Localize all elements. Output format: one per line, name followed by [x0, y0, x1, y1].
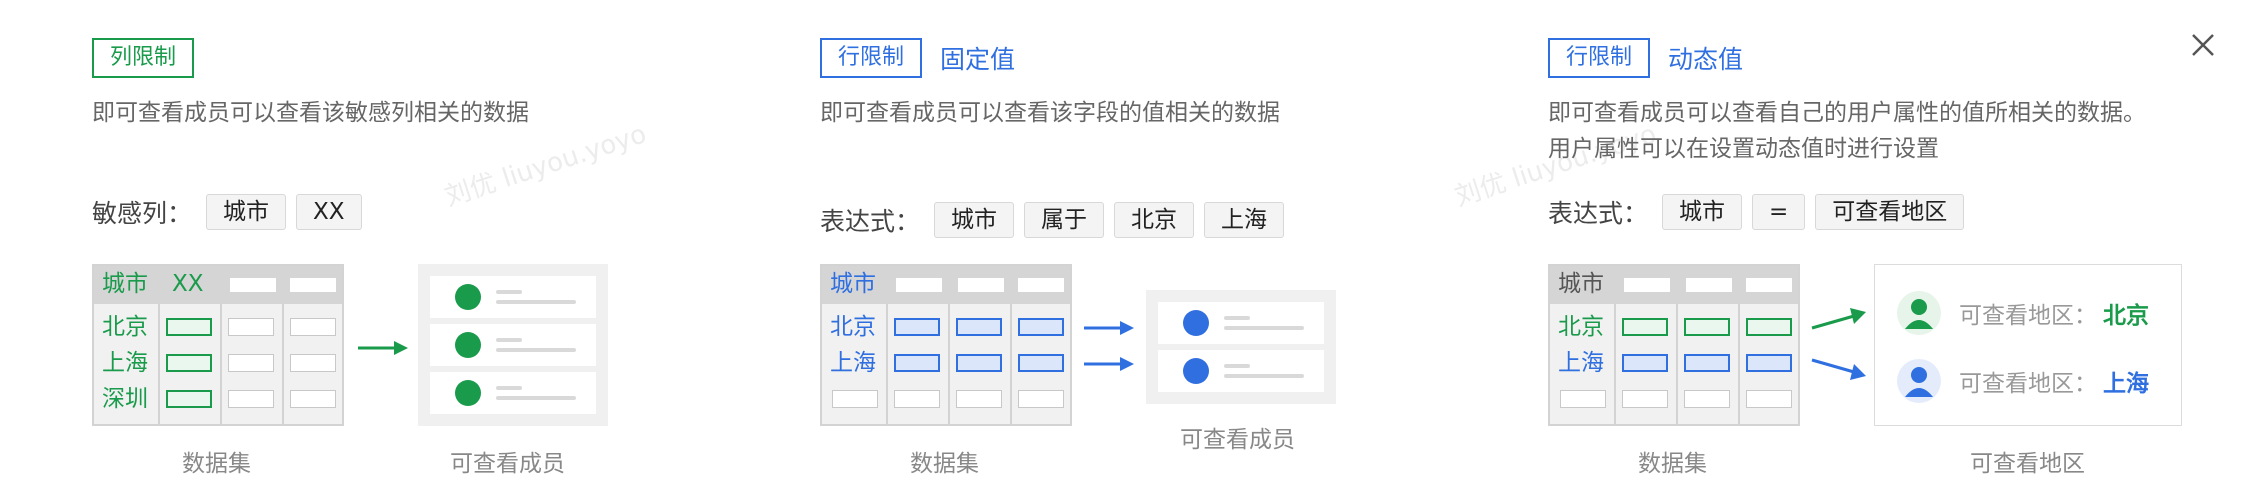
region-label: 可查看地区：	[1959, 303, 2097, 329]
members-caption: 可查看成员	[1180, 427, 1295, 453]
user-avatar-icon	[455, 332, 481, 358]
dataset-grid: 城市 北京 上海	[820, 264, 1072, 426]
dataset-grid: 城市 北京 上海	[1548, 264, 1800, 426]
grid-header-city: 城市	[830, 271, 876, 297]
description-line-1: 即可查看成员可以查看自己的用户属性的值所相关的数据。	[1548, 100, 2146, 126]
region-caption: 可查看地区	[1970, 451, 2085, 477]
row-restriction-fixed-description: 即可查看成员可以查看该字段的值相关的数据	[820, 100, 1280, 126]
member-row	[1158, 302, 1324, 344]
user-avatar-icon	[1897, 291, 1941, 335]
arrow-down-right-icon	[1811, 358, 1866, 380]
row-restriction-tag: 行限制	[820, 38, 923, 78]
expression-label: 敏感列：	[92, 199, 193, 228]
expression: 表达式： 城市 = 可查看地区	[1548, 194, 1974, 230]
column-restriction-panel: 列限制 即可查看成员可以查看该敏感列相关的数据 敏感列： 城市 XX 城市 XX…	[92, 0, 732, 490]
grid-row-beijing: 北京	[102, 314, 148, 340]
grid-row-shanghai: 上海	[1558, 350, 1604, 376]
members-caption: 可查看成员	[450, 451, 565, 477]
column-restriction-description: 即可查看成员可以查看该敏感列相关的数据	[92, 100, 529, 126]
grid-row-shanghai: 上海	[102, 350, 148, 376]
user-avatar-icon	[1183, 358, 1209, 384]
dataset-caption: 数据集	[182, 451, 251, 477]
chip-city: 城市	[1662, 194, 1743, 230]
expression: 表达式： 城市 属于 北京 上海	[820, 202, 1294, 238]
user-avatar-icon	[455, 284, 481, 310]
grid-row-shanghai: 上海	[830, 350, 876, 376]
sensitive-column-expression: 敏感列： 城市 XX	[92, 194, 372, 230]
description-line-2: 用户属性可以在设置动态值时进行设置	[1548, 136, 1939, 162]
tag-row: 列限制	[92, 38, 195, 78]
grid-row-beijing: 北京	[830, 314, 876, 340]
row-restriction-dynamic-panel: 行限制 动态值 即可查看成员可以查看自己的用户属性的值所相关的数据。 用户属性可…	[1548, 0, 2188, 490]
expression-label: 表达式：	[820, 207, 921, 236]
chip-city: 城市	[206, 194, 287, 230]
region-label: 可查看地区：	[1959, 371, 2097, 397]
expression-label: 表达式：	[1548, 199, 1649, 228]
chip-beijing: 北京	[1114, 202, 1195, 238]
members-card	[418, 264, 608, 426]
row-restriction-tag: 行限制	[1548, 38, 1651, 78]
region-row-shanghai: 可查看地区： 上海	[1897, 357, 2149, 405]
grid-header-city: 城市	[1558, 271, 1604, 297]
close-icon	[2192, 34, 2214, 56]
region-value: 北京	[2103, 303, 2149, 329]
chip-city: 城市	[934, 202, 1015, 238]
chip-belongs-to: 属于	[1024, 202, 1105, 238]
grid-row-shenzhen: 深圳	[102, 386, 148, 412]
tag-row: 行限制 固定值	[820, 38, 1015, 78]
member-row	[430, 372, 596, 414]
chip-equals: =	[1752, 194, 1806, 230]
grid-header-city: 城市	[102, 271, 148, 297]
arrow-up-right-icon	[1811, 308, 1866, 330]
arrow-right-icon	[358, 341, 408, 355]
arrow-right-icon	[1084, 357, 1134, 371]
row-restriction-fixed-panel: 行限制 固定值 即可查看成员可以查看该字段的值相关的数据 表达式： 城市 属于 …	[820, 0, 1460, 490]
region-value: 上海	[2103, 371, 2149, 397]
user-avatar-icon	[1897, 359, 1941, 403]
dataset-caption: 数据集	[910, 451, 979, 477]
dataset-grid: 城市 XX 北京 上海 深圳	[92, 264, 344, 426]
user-avatar-icon	[1183, 310, 1209, 336]
chip-viewable-region: 可查看地区	[1815, 194, 1965, 230]
region-row-beijing: 可查看地区： 北京	[1897, 289, 2149, 337]
arrow-right-icon	[1084, 321, 1134, 335]
user-avatar-icon	[455, 380, 481, 406]
dynamic-value-label: 动态值	[1668, 45, 1744, 74]
close-button[interactable]	[2188, 30, 2218, 60]
dataset-caption: 数据集	[1638, 451, 1707, 477]
chip-xx: XX	[296, 194, 362, 230]
viewable-region-card: 可查看地区： 北京 可查看地区： 上海	[1874, 264, 2182, 426]
tag-row: 行限制 动态值	[1548, 38, 1743, 78]
member-row	[1158, 350, 1324, 392]
member-row	[430, 276, 596, 318]
column-restriction-tag: 列限制	[92, 38, 195, 78]
grid-header-xx: XX	[172, 271, 204, 297]
chip-shanghai: 上海	[1204, 202, 1285, 238]
fixed-value-label: 固定值	[940, 45, 1016, 74]
row-restriction-dynamic-description: 即可查看成员可以查看自己的用户属性的值所相关的数据。 用户属性可以在设置动态值时…	[1548, 95, 2146, 167]
grid-row-beijing: 北京	[1558, 314, 1604, 340]
members-card	[1146, 290, 1336, 404]
member-row	[430, 324, 596, 366]
